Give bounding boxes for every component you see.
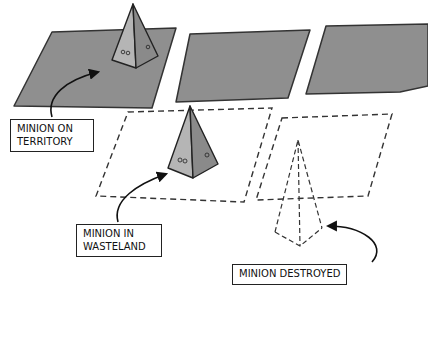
territory-tile: [176, 30, 310, 102]
callout-box: MINION IN WASTELAND: [76, 224, 162, 257]
wasteland-tile: [256, 114, 392, 200]
callout-label: MINION DESTROYED: [239, 268, 340, 281]
callout-box: MINION DESTROYED: [232, 264, 347, 285]
minion-pyramid: [168, 106, 218, 178]
callout-arrow: [328, 226, 377, 262]
callout-arrow: [117, 174, 166, 222]
callout-box: MINION ON TERRITORY: [10, 119, 94, 152]
minion-pyramid: [112, 4, 158, 68]
callout-label: MINION IN WASTELAND: [83, 228, 155, 253]
callout-label: MINION ON TERRITORY: [17, 123, 87, 148]
territory-tile: [306, 24, 428, 94]
destroyed-pyramid: [275, 140, 322, 246]
territory-tile: [14, 28, 176, 108]
callout-arrow: [51, 72, 98, 117]
